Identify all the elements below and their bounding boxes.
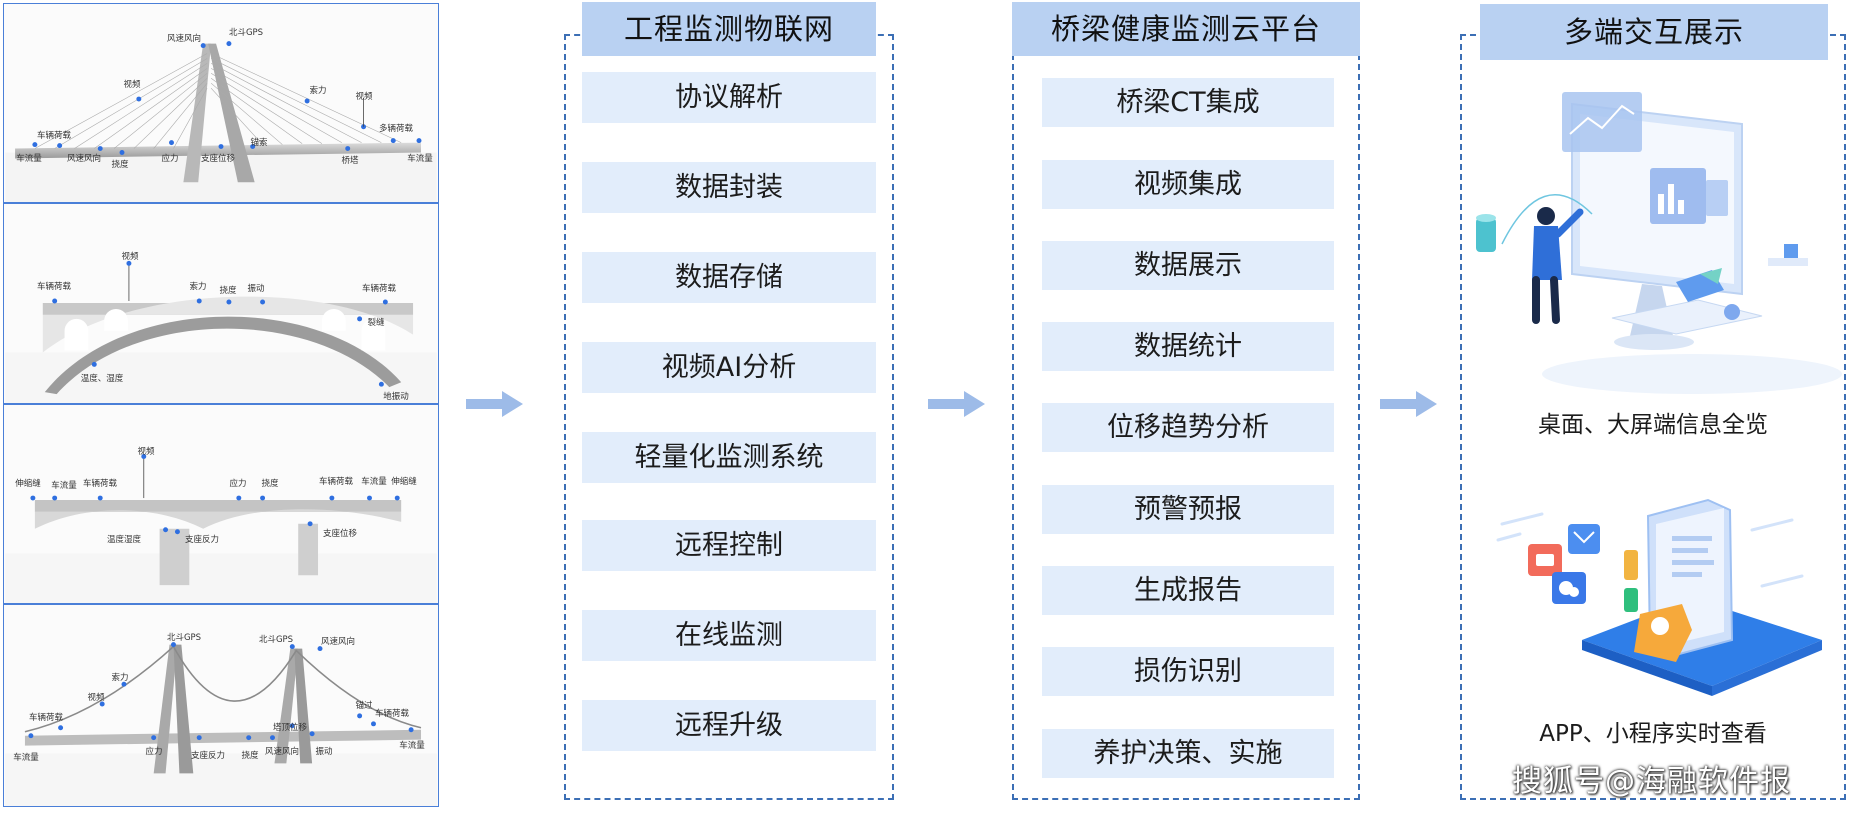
sensor-label: 地振动 [383, 392, 409, 402]
sensor-label: 北斗GPS [258, 635, 294, 645]
platform-item: 数据展示 [1042, 241, 1334, 290]
iot-item: 远程升级 [582, 700, 876, 751]
sensor-label: 多辆荷载 [378, 124, 414, 134]
sensor-label: 桥塔 [341, 156, 359, 166]
sensor-label: 车辆荷载 [374, 709, 410, 719]
sensor-label: 支座反力 [190, 751, 226, 761]
bridge-panel-girder: 视频 伸缩缝 车流量 车辆荷载 应力 挠度 车辆荷载 车流量 伸缩缝 温度湿度 … [3, 404, 439, 604]
iot-item: 视频AI分析 [582, 342, 876, 393]
sensor-label: 视频 [137, 447, 155, 457]
sensor-label: 挠度 [219, 286, 237, 296]
bridge-panels: 风速风向 北斗GPS 视频 索力 视频 车辆荷载 多辆荷载 车流量 风速风向 挠… [3, 3, 441, 807]
sensor-label: 车流量 [399, 741, 425, 751]
sensor-label: 支座位移 [322, 529, 358, 539]
sensor-label: 塔顶位移 [272, 723, 308, 733]
cable-stayed-bridge-drawing [5, 41, 437, 202]
sensor-label: 车流量 [361, 477, 387, 487]
sensor-label: 温度湿度 [106, 535, 142, 545]
sensor-label: 伸缩缝 [391, 477, 417, 487]
sensor-label: 车流量 [16, 154, 42, 164]
suspension-bridge-drawing [5, 642, 437, 806]
sensor-label: 挠度 [261, 479, 279, 489]
sensor-label: 车辆荷载 [361, 284, 397, 294]
sensor-label: 索力 [309, 86, 327, 96]
desktop-monitor-illustration [1476, 92, 1842, 394]
platform-item: 数据统计 [1042, 322, 1334, 371]
sensor-label: 风速风向 [264, 747, 300, 757]
sensor-label: 应力 [161, 154, 179, 164]
sensor-label: 索力 [189, 282, 207, 292]
iot-item: 数据存储 [582, 252, 876, 303]
sensor-label: 锚过 [355, 701, 373, 711]
sensor-label: 视频 [87, 693, 105, 703]
sensor-label: 应力 [229, 479, 247, 489]
sensor-label: 车辆荷载 [36, 131, 72, 141]
right-arrow-icon [928, 391, 985, 417]
platform-item: 损伤识别 [1042, 647, 1334, 696]
mobile-app-illustration [1496, 498, 1822, 696]
bridge-panel-suspension: 北斗GPS 北斗GPS 风速风向 索力 视频 车辆荷载 锚过 车辆荷载 塔顶位移… [3, 604, 439, 807]
sensor-label: 北斗GPS [166, 633, 202, 643]
sensor-label: 北斗GPS [228, 28, 264, 38]
sensor-label: 温度、湿度 [80, 374, 124, 384]
sensor-label: 挠度 [241, 751, 259, 761]
watermark: 搜狐号@海融软件报 [1512, 764, 1791, 799]
platform-item: 预警预报 [1042, 485, 1334, 534]
platform-item: 桥梁CT集成 [1042, 78, 1334, 127]
girder-bridge-drawing [5, 454, 437, 603]
sensor-label: 车流量 [407, 154, 433, 164]
platform-item: 生成报告 [1042, 566, 1334, 615]
sensor-label: 视频 [123, 80, 141, 90]
sensor-label: 车辆荷载 [36, 282, 72, 292]
sensor-label: 风速风向 [320, 637, 356, 647]
iot-column-title: 工程监测物联网 [582, 2, 876, 56]
platform-item: 视频集成 [1042, 160, 1334, 209]
mobile-caption: APP、小程序实时查看 [1539, 721, 1767, 747]
sensor-label: 支座位移 [200, 154, 236, 164]
sensor-label: 风速风向 [66, 154, 102, 164]
iot-item: 在线监测 [582, 610, 876, 661]
right-arrow-icon [1380, 391, 1437, 417]
sensor-label: 振动 [247, 284, 265, 294]
sensor-label: 车流量 [13, 753, 39, 763]
platform-item: 养护决策、实施 [1042, 729, 1334, 778]
iot-item: 协议解析 [582, 72, 876, 123]
sensor-label: 支座反力 [184, 535, 220, 545]
sensor-label: 伸缩缝 [15, 479, 41, 489]
bridge-panel-arch: 视频 车辆荷载 索力 挠度 振动 车辆荷载 裂缝 温度、湿度 地振动 [3, 203, 439, 404]
iot-item: 轻量化监测系统 [582, 432, 876, 483]
bridge-panel-cable-stayed: 风速风向 北斗GPS 视频 索力 视频 车辆荷载 多辆荷载 车流量 风速风向 挠… [3, 3, 439, 203]
iot-column [564, 34, 894, 800]
sensor-label: 车辆荷载 [28, 713, 64, 723]
sensor-label: 车辆荷载 [82, 479, 118, 489]
sensor-label: 车辆荷载 [318, 477, 354, 487]
iot-item: 远程控制 [582, 520, 876, 571]
iot-item: 数据封装 [582, 162, 876, 213]
right-arrow-icon [466, 391, 523, 417]
desktop-caption: 桌面、大屏端信息全览 [1538, 412, 1768, 438]
sensor-label: 锚索 [250, 138, 268, 148]
sensor-label: 视频 [355, 92, 373, 102]
sensor-label: 挠度 [111, 160, 129, 170]
platform-item: 位移趋势分析 [1042, 403, 1334, 452]
sensor-label: 视频 [121, 252, 139, 262]
sensor-label: 索力 [111, 673, 129, 683]
multi-terminal-column-title: 多端交互展示 [1480, 4, 1828, 60]
sensor-label: 风速风向 [166, 34, 202, 44]
cloud-platform-column-title: 桥梁健康监测云平台 [1012, 2, 1360, 56]
sensor-label: 振动 [315, 747, 333, 757]
arch-bridge-drawing [5, 260, 437, 403]
sensor-label: 应力 [145, 747, 163, 757]
sensor-label: 裂缝 [367, 318, 385, 328]
sensor-label: 车流量 [51, 481, 77, 491]
